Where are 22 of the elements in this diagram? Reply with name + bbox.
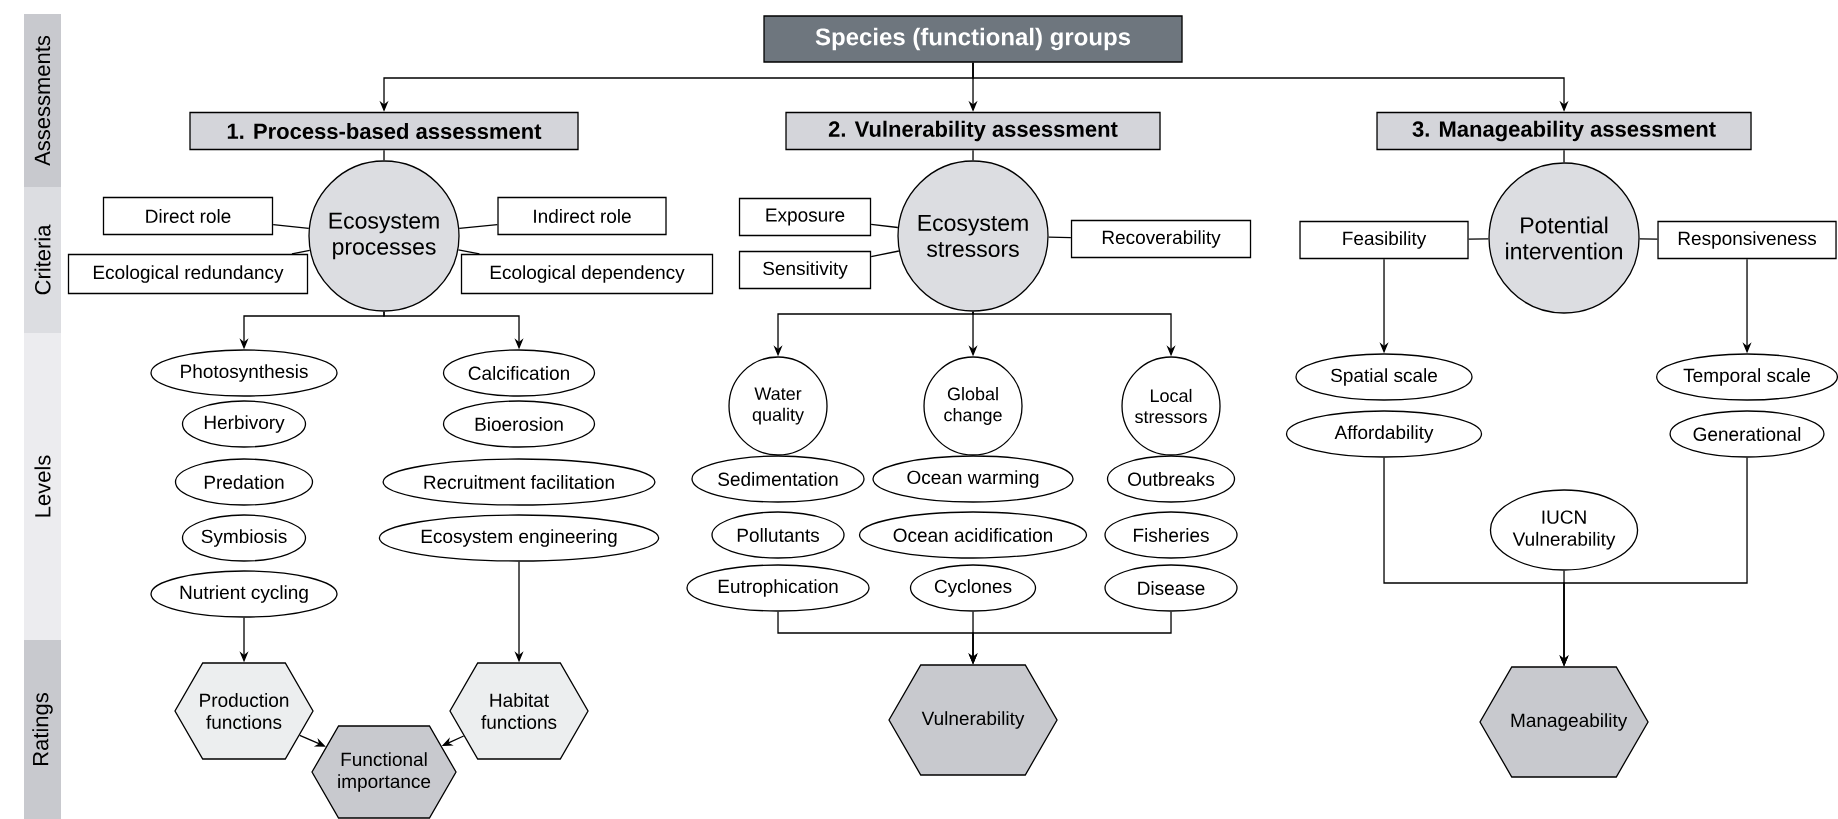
rating-hexagon: Functional importance	[311, 725, 457, 819]
title-box: Species (functional) groups	[763, 15, 1183, 63]
criterion-box: Recoverability	[1070, 219, 1252, 259]
row-band: Ratings	[24, 640, 61, 819]
criterion-box: Exposure	[738, 197, 872, 237]
criterion-box: Feasibility	[1299, 220, 1469, 260]
criterion-box: Indirect role	[497, 196, 667, 236]
rating-hexagon: Vulnerability	[888, 664, 1058, 776]
rating-hexagon: Manageability	[1479, 666, 1649, 778]
criterion-box: Direct role	[102, 196, 274, 236]
row-band: Levels	[24, 333, 61, 640]
row-band: Criteria	[24, 187, 61, 333]
rating-hexagon: Habitat functions	[449, 662, 589, 760]
assessment-box: 3. Manageability assessment	[1376, 111, 1752, 151]
criterion-box: Ecological dependency	[460, 253, 714, 295]
row-band: Assessments	[24, 14, 61, 187]
rating-hexagon: Production functions	[174, 662, 314, 760]
criterion-box: Responsiveness	[1657, 220, 1837, 260]
criterion-box: Sensitivity	[738, 250, 872, 290]
criterion-box: Ecological redundancy	[67, 253, 309, 295]
assessment-box: 2. Vulnerability assessment	[785, 111, 1161, 151]
assessment-box: 1. Process-based assessment	[189, 111, 579, 151]
